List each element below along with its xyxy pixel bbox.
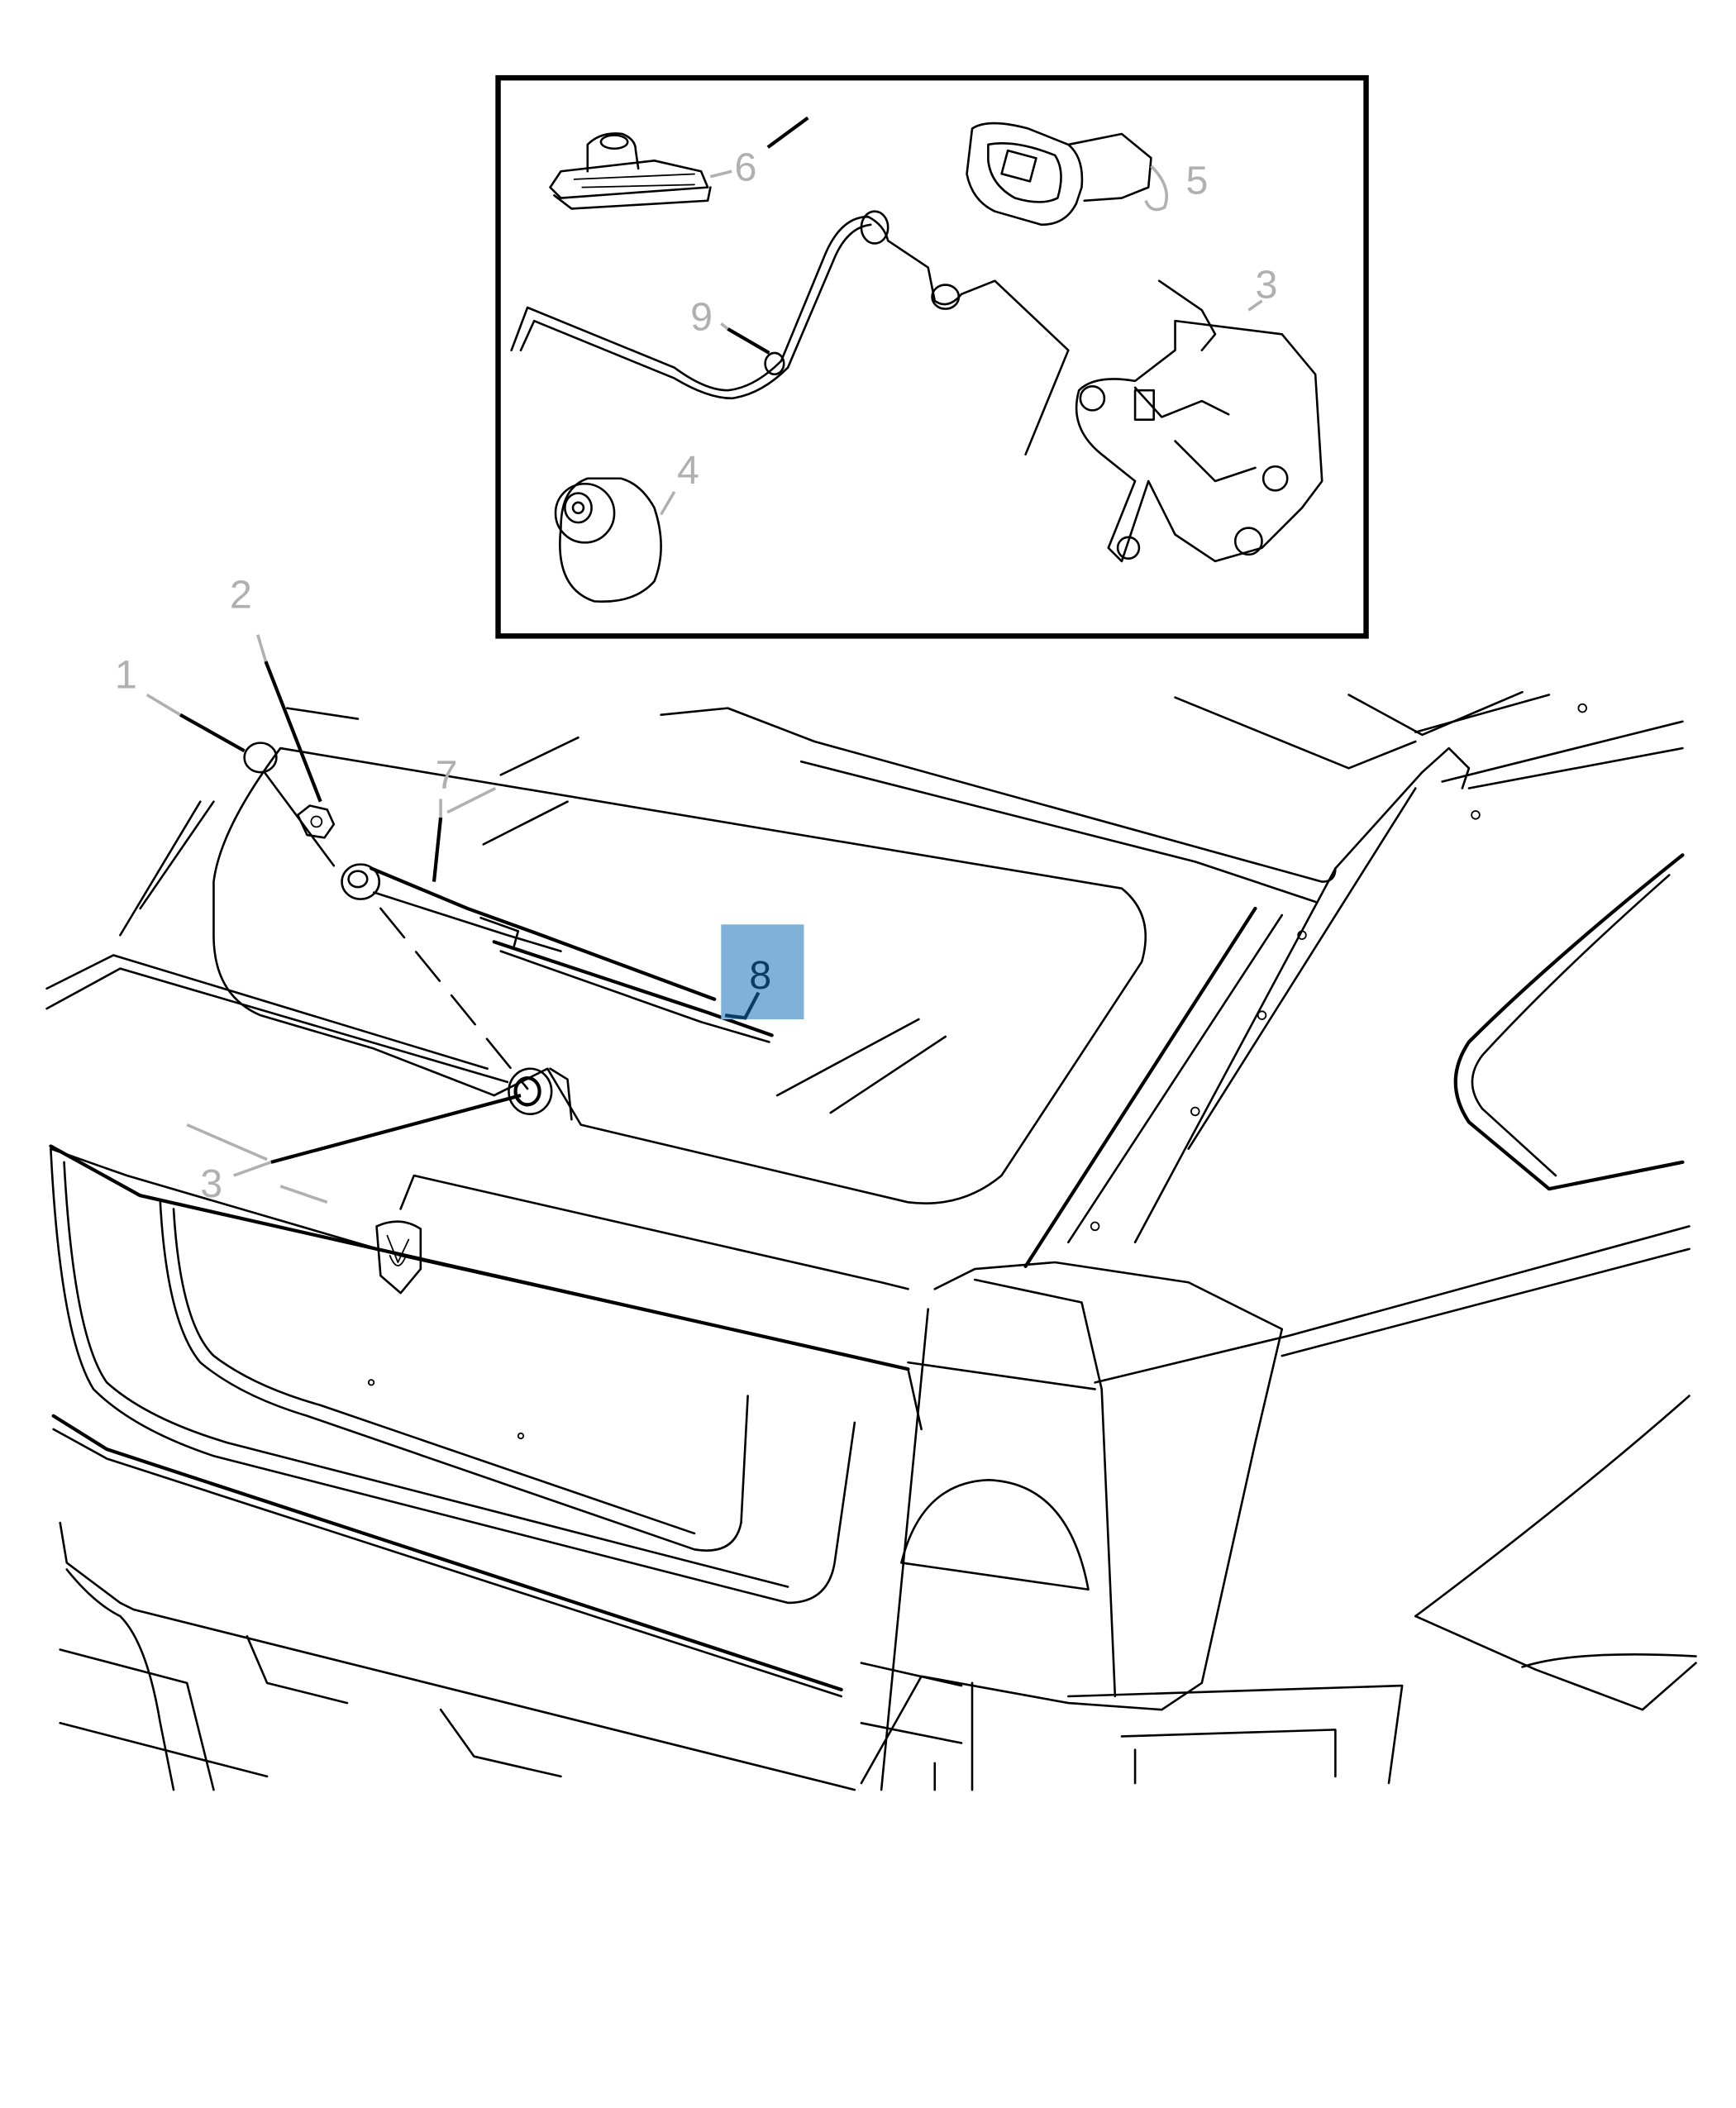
rear-glass-outline	[212, 746, 1147, 1204]
callout-6[interactable]: 6	[734, 145, 756, 190]
leader-6	[766, 116, 809, 149]
wiper-assembly[interactable]	[243, 742, 774, 1121]
part-3-wiper-motor[interactable]	[1075, 279, 1323, 563]
callout-4[interactable]: 4	[677, 448, 699, 493]
ram-badge	[375, 1220, 422, 1295]
part-6-clip[interactable]	[549, 132, 732, 210]
part-5-switch[interactable]	[966, 122, 1169, 227]
part-9-washer-hose[interactable]	[510, 210, 1070, 455]
callout-5[interactable]: 5	[1185, 159, 1208, 203]
tail-lamp-lens	[900, 1479, 1090, 1591]
vehicle-rear-view	[45, 690, 1697, 1791]
callout-9[interactable]: 9	[690, 294, 713, 339]
callout-1[interactable]: 1	[115, 652, 137, 697]
callout-3-inset[interactable]: 3	[1255, 263, 1277, 308]
highlight-part-8[interactable]: 8	[721, 924, 804, 1020]
callout-7[interactable]: 7	[436, 753, 458, 798]
part-8-wiper-blade	[492, 940, 774, 1043]
part-2-nut	[296, 804, 336, 839]
part-1-cap	[243, 742, 278, 774]
part-4-grommet[interactable]	[554, 477, 676, 603]
callout-8[interactable]: 8	[749, 953, 771, 998]
part-7-wiper-arm	[341, 863, 717, 1001]
part-3-grommet-main	[513, 1075, 541, 1107]
inset-panel: 6 5 9	[495, 74, 1369, 639]
callout-3-main[interactable]: 3	[200, 1161, 222, 1206]
callout-2[interactable]: 2	[230, 572, 252, 617]
